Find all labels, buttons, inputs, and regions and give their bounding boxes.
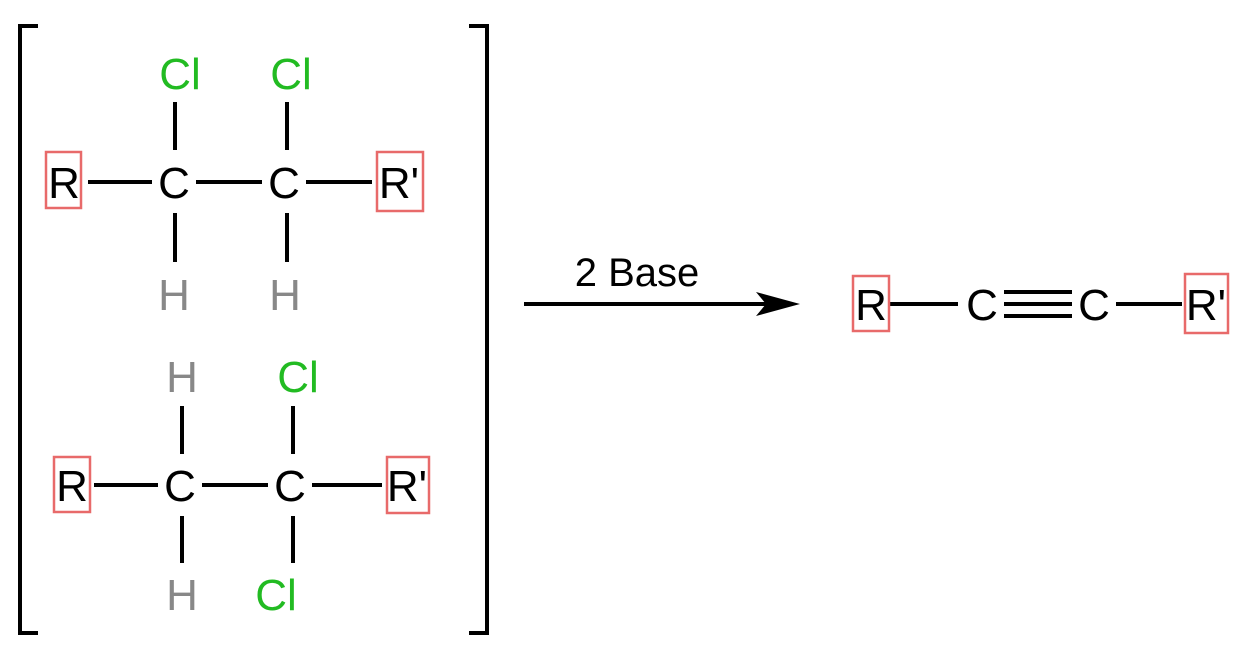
chlorine-1: Cl xyxy=(159,50,201,99)
substituent-r-prime: R' xyxy=(1186,281,1226,330)
reaction-arrowhead xyxy=(756,292,800,316)
carbon-1: C xyxy=(966,281,998,330)
alkyne-product: R C C R' xyxy=(851,272,1230,335)
reagent-label: 2 Base xyxy=(575,251,700,295)
r-highlight-box xyxy=(52,455,92,514)
r-prime-highlight-box xyxy=(1183,272,1230,335)
hydrogen-1: H xyxy=(158,271,190,320)
carbon-2: C xyxy=(274,462,306,511)
r-prime-highlight-box xyxy=(375,150,425,213)
substituent-r-prime: R' xyxy=(379,159,419,208)
vicinal-dihalide: R C C R' Cl Cl H H xyxy=(44,50,425,320)
hydrogen-bottom: H xyxy=(166,571,198,620)
substituent-r-prime: R' xyxy=(387,462,427,511)
right-bracket xyxy=(469,24,489,635)
chlorine-top: Cl xyxy=(277,353,319,402)
carbon-1: C xyxy=(158,159,190,208)
chlorine-bottom: Cl xyxy=(255,571,297,620)
substituent-r: R xyxy=(855,281,887,330)
chlorine-2: Cl xyxy=(270,50,312,99)
hydrogen-top: H xyxy=(166,353,198,402)
reactant-brackets xyxy=(18,24,489,635)
geminal-dihalide: R C C R' H Cl H Cl xyxy=(52,353,431,620)
carbon-2: C xyxy=(1078,281,1110,330)
carbon-2: C xyxy=(268,159,300,208)
r-prime-highlight-box xyxy=(385,455,431,515)
r-highlight-box xyxy=(44,150,83,210)
carbon-1: C xyxy=(164,462,196,511)
r-highlight-box xyxy=(851,274,891,333)
hydrogen-2: H xyxy=(269,271,301,320)
left-bracket xyxy=(18,24,38,635)
substituent-r: R xyxy=(48,159,80,208)
substituent-r: R xyxy=(56,462,88,511)
reaction-arrow-group: 2 Base xyxy=(524,251,800,316)
